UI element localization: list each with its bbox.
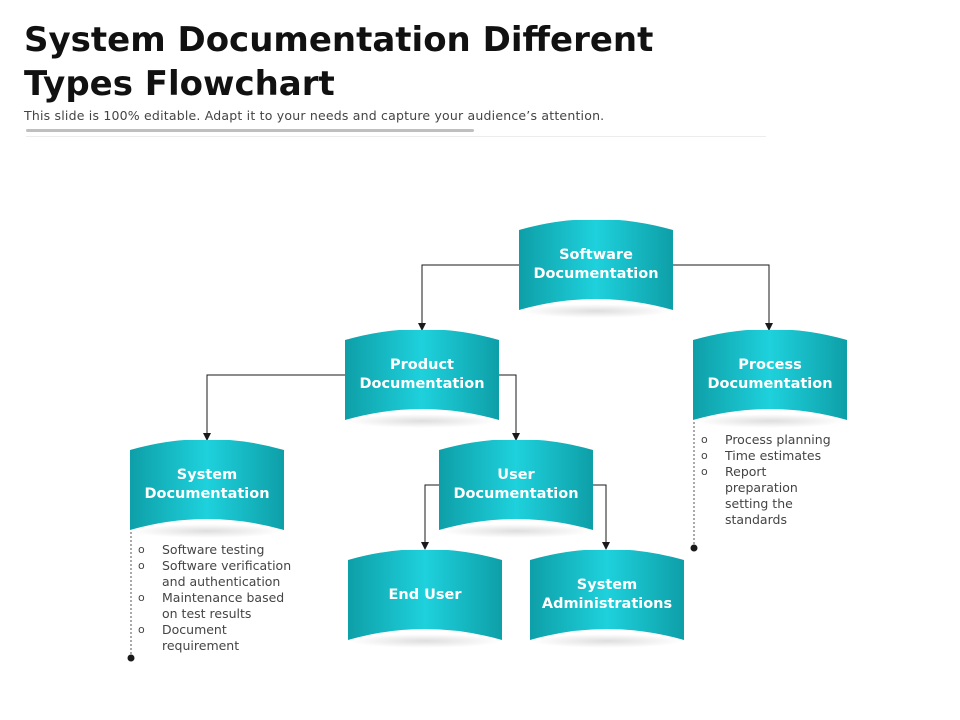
bullet-marker: o: [701, 449, 708, 462]
node-product-documentation: Product Documentation: [345, 330, 499, 420]
list-item-text: Software verification and authentication: [162, 558, 292, 589]
list-item-text: Maintenance based on test results: [162, 590, 285, 621]
node-software-documentation: Software Documentation: [519, 220, 673, 310]
node-shadow: [130, 524, 284, 538]
list-item: o Maintenance based on test results: [138, 590, 298, 622]
node-end-user: End User: [348, 550, 502, 640]
node-user-documentation: User Documentation: [439, 440, 593, 530]
node-shadow: [345, 414, 499, 428]
list-item: o Report preparation setting the standard…: [701, 464, 836, 528]
list-item-text: Software testing: [162, 542, 265, 557]
node-label: Process Documentation: [707, 357, 833, 392]
bullet-marker: o: [138, 623, 145, 636]
list-item-text: Report preparation setting the standards: [725, 464, 798, 527]
connector-software-to-process: [672, 264, 773, 331]
dot-system-bullets: [127, 654, 135, 662]
list-item-text: Document requirement: [162, 622, 240, 653]
list-item-text: Time estimates: [725, 448, 822, 463]
bullet-marker: o: [138, 543, 145, 556]
page-title: System Documentation Different Types Flo…: [24, 20, 654, 104]
node-shadow: [693, 414, 847, 428]
node-label: System Administrations: [541, 577, 673, 612]
bullet-marker: o: [138, 559, 145, 572]
bullet-marker: o: [701, 433, 708, 446]
connector-user-to-sysadmin: [593, 484, 610, 550]
list-item-text: Process planning: [725, 432, 831, 447]
node-system-documentation: System Documentation: [130, 440, 284, 530]
node-shadow: [519, 304, 673, 318]
connector-user-to-enduser: [421, 484, 439, 550]
node-label: Product Documentation: [359, 357, 485, 392]
connector-product-to-system: [203, 374, 345, 441]
node-label: End User: [388, 586, 462, 603]
connector-software-to-product: [418, 264, 519, 331]
node-label: Software Documentation: [533, 247, 659, 282]
list-item: o Time estimates: [701, 448, 836, 464]
header-divider: [26, 136, 766, 137]
node-process-documentation: Process Documentation: [693, 330, 847, 420]
list-item: o Software testing: [138, 542, 298, 558]
dot-process-bullets: [690, 544, 698, 552]
node-shadow: [348, 634, 502, 648]
list-item: o Process planning: [701, 432, 836, 448]
list-item: o Software verification and authenticatio…: [138, 558, 298, 590]
bullet-marker: o: [701, 465, 708, 478]
node-label: System Documentation: [144, 467, 270, 502]
node-shadow: [439, 524, 593, 538]
list-item: o Document requirement: [138, 622, 298, 654]
page-subtitle: This slide is 100% editable. Adapt it to…: [24, 108, 605, 123]
title-underline: [26, 129, 474, 132]
node-label: User Documentation: [453, 467, 579, 502]
connector-product-to-user: [499, 374, 520, 441]
bullet-marker: o: [138, 591, 145, 604]
node-system-administrations: System Administrations: [530, 550, 684, 640]
node-shadow: [530, 634, 684, 648]
